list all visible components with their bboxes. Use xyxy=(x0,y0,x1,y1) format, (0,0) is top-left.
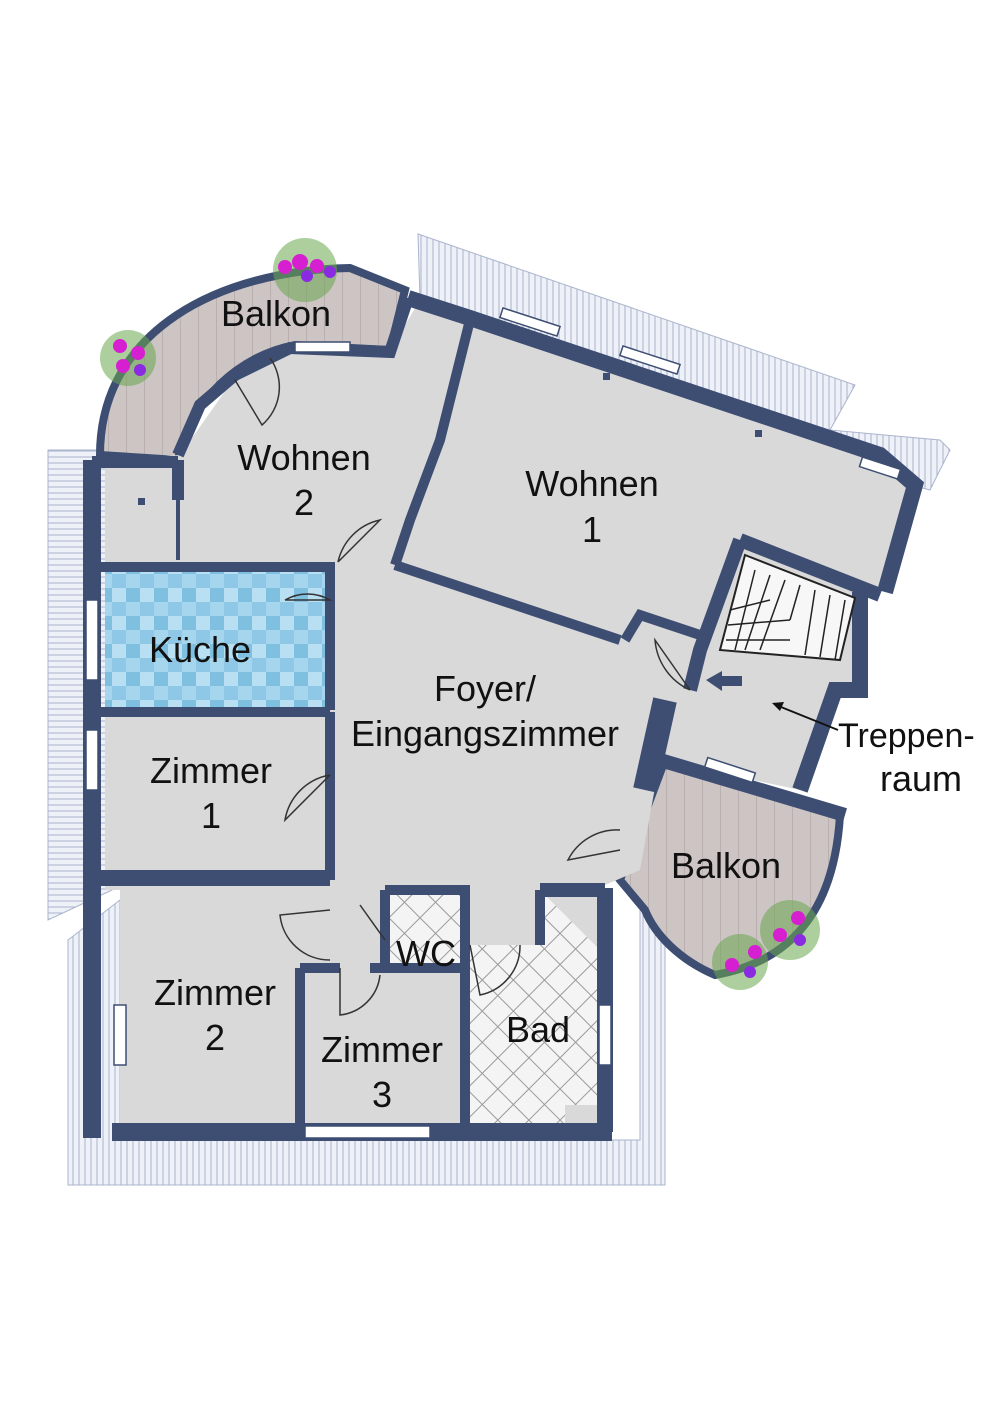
wall-wohnen1-bottom xyxy=(393,560,622,645)
flower-pot-icon xyxy=(100,330,156,386)
label-eingangszimmer: Eingangszimmer xyxy=(351,713,619,754)
label-wohnen2: Wohnen xyxy=(237,437,370,478)
wall-stair-left xyxy=(683,537,747,692)
label-zimmer2: Zimmer xyxy=(154,972,276,1013)
arrow-icon xyxy=(772,702,784,711)
window xyxy=(294,341,351,353)
door-swing xyxy=(566,829,621,862)
door-swing xyxy=(654,637,691,691)
label-bad: Bad xyxy=(506,1009,570,1050)
label-wohnen2-num: 2 xyxy=(294,482,314,523)
wall-stair-right xyxy=(792,592,868,793)
label-zimmer3-num: 3 xyxy=(372,1074,392,1115)
marker xyxy=(138,498,145,505)
window xyxy=(618,345,682,375)
bath-floor xyxy=(465,895,605,1125)
label-treppen: Treppen- xyxy=(838,717,975,755)
window xyxy=(703,756,757,784)
door-swing xyxy=(337,518,383,563)
label-wohnen1: Wohnen xyxy=(525,463,658,504)
wc-floor xyxy=(390,895,460,965)
door-swing xyxy=(234,357,281,427)
window xyxy=(598,1004,612,1066)
label-wc: WC xyxy=(396,933,456,974)
label-zimmer1-num: 1 xyxy=(201,795,221,836)
door-swing xyxy=(339,968,381,1016)
door-swing xyxy=(469,944,521,996)
marker xyxy=(755,430,762,437)
roof-left xyxy=(47,449,113,921)
staircase xyxy=(706,553,857,731)
window xyxy=(498,307,562,337)
label-balkon-top: Balkon xyxy=(221,293,331,334)
label-wohnen1-num: 1 xyxy=(582,509,602,550)
walls xyxy=(83,290,925,1141)
label-foyer: Foyer/ xyxy=(434,668,536,709)
label-zimmer3: Zimmer xyxy=(321,1029,443,1070)
wall-top-main xyxy=(405,290,925,595)
floor-interior xyxy=(105,300,915,1130)
wall-wohnen2-top xyxy=(172,296,414,458)
label-treppen-raum: raum xyxy=(880,758,962,799)
windows xyxy=(85,307,902,1139)
wall-wohnen-divider xyxy=(390,318,475,567)
label-zimmer1: Zimmer xyxy=(150,750,272,791)
window xyxy=(85,599,99,681)
doors xyxy=(234,357,691,1016)
floor-main xyxy=(105,300,915,1130)
door-swing xyxy=(359,904,386,941)
stair-area xyxy=(718,553,857,662)
wall-stair-box xyxy=(620,608,702,643)
flower-pot-icon xyxy=(273,238,337,302)
door-swing xyxy=(284,593,333,601)
kitchen-floor xyxy=(105,570,330,710)
flower-pot-icon xyxy=(712,900,820,990)
treppen-leader xyxy=(775,704,839,731)
door-swing xyxy=(279,909,331,961)
window xyxy=(113,1004,127,1066)
arrow-icon xyxy=(706,671,742,691)
room-labels: Balkon Wohnen 2 Wohnen 1 Küche Foyer/ Ei… xyxy=(149,293,975,1115)
window xyxy=(858,456,902,480)
window xyxy=(85,729,99,791)
wall-foyer-right xyxy=(633,697,677,793)
wall-balcony-join xyxy=(658,753,847,822)
label-zimmer2-num: 2 xyxy=(205,1017,225,1058)
label-kueche: Küche xyxy=(149,629,251,670)
wall-stair-top xyxy=(737,533,883,602)
marker xyxy=(603,373,610,380)
window xyxy=(304,1125,431,1139)
door-swing xyxy=(283,774,331,823)
label-balkon-right: Balkon xyxy=(671,845,781,886)
